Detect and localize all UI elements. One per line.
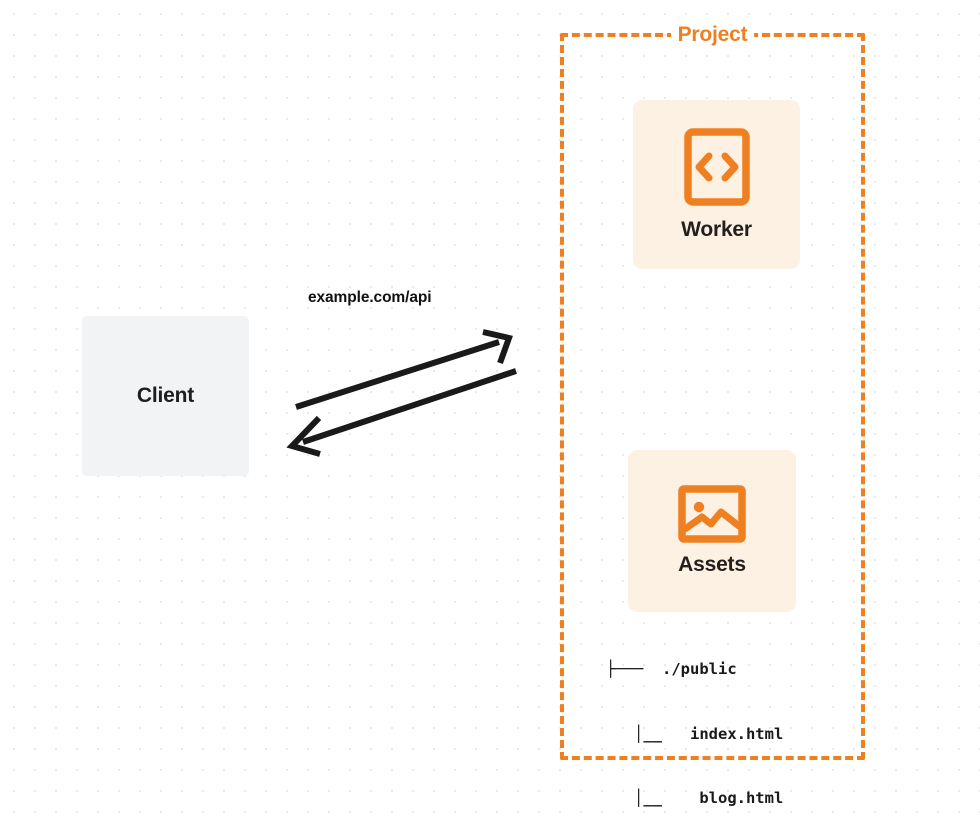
assets-node-label: Assets <box>678 553 746 576</box>
assets-node[interactable]: Assets <box>628 450 796 612</box>
worker-node[interactable]: Worker <box>633 100 800 269</box>
project-boundary: Project <box>560 23 865 760</box>
file-tree-row-root: ├─── ./public <box>606 660 737 678</box>
edge-label-example-com-api: example.com/api <box>308 289 432 306</box>
file-tree-row-blog: │__ blog.html <box>606 789 784 807</box>
request-arrow <box>295 329 513 410</box>
code-brackets-icon <box>683 127 750 206</box>
assets-file-tree: ├─── ./public │__ index.html │__ blog.ht… <box>606 616 783 818</box>
response-arrow <box>286 368 517 457</box>
client-node-label: Client <box>136 384 195 407</box>
worker-node-label: Worker <box>681 217 752 241</box>
file-tree-row-index: │__ index.html <box>606 724 784 743</box>
image-picture-icon <box>678 485 746 543</box>
project-title: Project <box>670 23 755 47</box>
client-node[interactable]: Client <box>82 316 249 476</box>
